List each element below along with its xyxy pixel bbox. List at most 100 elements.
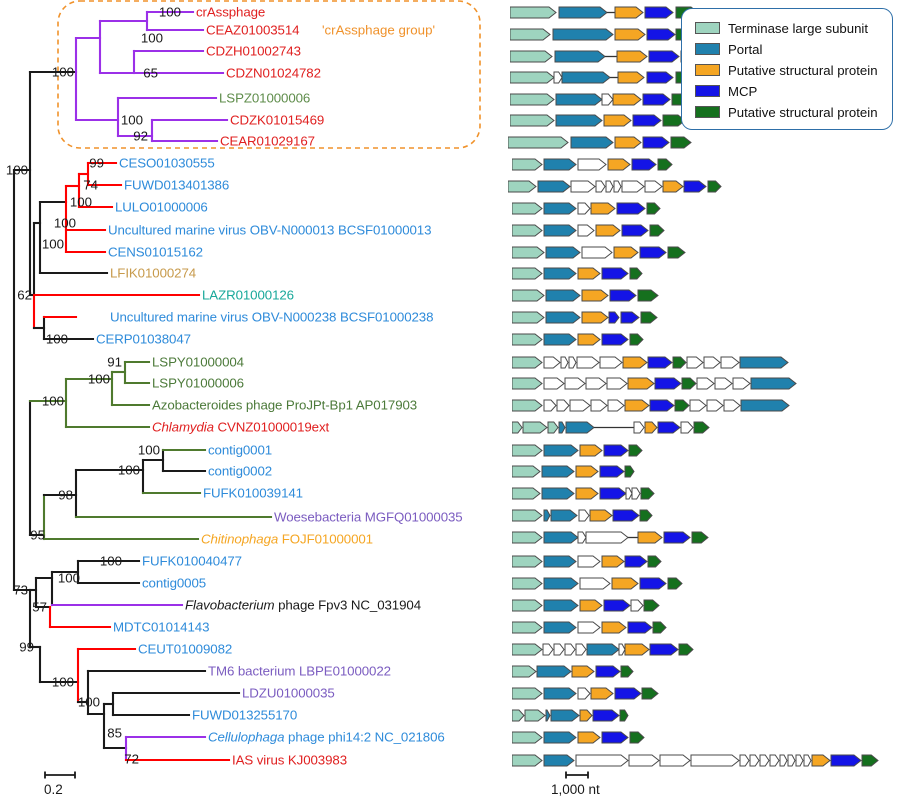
- gene-arrow: [555, 114, 603, 126]
- legend-item: Terminase large subunit: [695, 19, 868, 37]
- gene-arrow: [579, 577, 611, 589]
- gene-arrow: [510, 93, 555, 105]
- gene-arrow: [512, 158, 543, 170]
- gene-arrow: [632, 114, 662, 126]
- taxon-name: FUFK010039141: [203, 485, 303, 501]
- gene-arrow: [512, 224, 543, 236]
- bootstrap-value: 100: [5, 162, 28, 178]
- bootstrap-value: 72: [124, 751, 139, 767]
- taxon-name: CERP01038047: [96, 331, 191, 347]
- bootstrap-value: 100: [69, 194, 92, 210]
- gene-arrow: [611, 577, 639, 589]
- gene-arrow: [569, 399, 591, 411]
- taxon-label: Chlamydia CVNZ01000019ext: [152, 420, 329, 433]
- gene-arrow: [672, 356, 687, 368]
- gene-arrow: [599, 356, 623, 368]
- gene-arrow: [612, 93, 642, 105]
- gene-arrow: [558, 421, 566, 433]
- gene-arrow: [612, 509, 640, 521]
- gene-arrow: [512, 444, 543, 456]
- taxon-label: crAssphage: [196, 5, 265, 18]
- taxon-name: LSPY01000006: [152, 375, 244, 391]
- gene-arrow: [510, 114, 555, 126]
- gene-arrow: [647, 555, 662, 567]
- gene-arrow: [550, 509, 578, 521]
- bootstrap-value: 95: [30, 527, 45, 543]
- taxon-name: CEAR01029167: [220, 133, 315, 149]
- gene-arrow: [803, 754, 812, 766]
- gene-arrow: [581, 289, 609, 301]
- legend-swatch-icon: [695, 43, 720, 55]
- legend-item: Putative structural protein: [695, 61, 878, 79]
- gene-arrow: [560, 356, 569, 368]
- gene-arrow: [512, 465, 541, 477]
- gene-arrow: [543, 555, 577, 567]
- gene-arrow: [542, 643, 554, 655]
- taxon-genus: Flavobacterium: [185, 597, 279, 613]
- genome-scale-label: 1,000 nt: [551, 782, 600, 797]
- gene-arrow: [577, 202, 591, 214]
- taxon-label: MDTC01014143: [113, 620, 209, 633]
- gene-arrow: [620, 665, 634, 677]
- gene-arrow: [603, 599, 631, 611]
- gene-arrow: [621, 180, 645, 192]
- gene-arrow: [577, 687, 591, 699]
- gene-arrow: [707, 180, 722, 192]
- gene-arrow: [558, 6, 608, 18]
- gene-arrow: [601, 731, 629, 743]
- gene-arrow: [640, 487, 655, 499]
- gene-arrow: [861, 754, 879, 766]
- gene-arrow: [512, 487, 541, 499]
- taxon-name: contig0002: [208, 463, 273, 479]
- taxon-label: LAZR01000126: [202, 288, 294, 301]
- gene-arrow: [601, 267, 629, 279]
- genome-map-row: [512, 487, 655, 499]
- gene-arrow: [659, 754, 691, 766]
- gene-arrow: [643, 599, 660, 611]
- gene-arrow: [607, 158, 631, 170]
- gene-arrow: [683, 180, 707, 192]
- genome-map-row: [512, 754, 879, 766]
- gene-arrow: [769, 754, 780, 766]
- gene-arrow: [628, 444, 643, 456]
- taxon-label: CDZH01002743: [206, 44, 301, 57]
- taxon-label: IAS virus KJ003983: [232, 753, 347, 766]
- gene-arrow: [691, 531, 709, 543]
- taxon-genus: Cellulophaga: [208, 729, 289, 745]
- genome-map-row: [510, 71, 699, 83]
- gene-arrow: [609, 289, 637, 301]
- gene-arrow: [581, 311, 609, 323]
- gene-arrow: [510, 28, 551, 40]
- gene-arrow: [599, 465, 625, 477]
- taxon-name: Woesebacteria MGFQ01000035: [274, 509, 463, 525]
- taxon-label: CEUT01009082: [138, 642, 232, 655]
- gene-arrow: [571, 665, 595, 677]
- gene-arrow: [577, 621, 601, 633]
- gene-arrow: [512, 731, 543, 743]
- gene-arrow: [629, 731, 645, 743]
- taxon-label: CESO01030555: [119, 156, 215, 169]
- taxon-name: CDZH01002743: [206, 43, 301, 59]
- gene-arrow: [592, 709, 620, 721]
- genome-map-row: [510, 93, 695, 105]
- gene-arrow: [543, 599, 579, 611]
- taxon-label: TM6 bacterium LBPE01000022: [208, 664, 391, 677]
- gene-arrow: [681, 377, 697, 389]
- gene-arrow: [644, 180, 663, 192]
- taxon-name: FOJF01000001: [281, 531, 373, 547]
- taxon-name: phage phi14:2 NC_021806: [288, 729, 445, 745]
- bootstrap-value: 100: [53, 215, 76, 231]
- gene-arrow: [667, 246, 686, 258]
- taxon-name: TM6 bacterium LBPE01000022: [208, 663, 391, 679]
- gene-arrow: [633, 421, 645, 433]
- group-annotation-label: 'crAssphage group': [322, 22, 435, 38]
- genome-map-row: [512, 465, 635, 477]
- genome-map-row: [512, 709, 629, 721]
- gene-arrow: [631, 487, 641, 499]
- gene-arrow: [510, 6, 557, 18]
- gene-arrow: [536, 665, 572, 677]
- gene-arrow: [640, 311, 658, 323]
- gene-arrow: [553, 643, 565, 655]
- taxon-label: LULO01000006: [115, 200, 208, 213]
- gene-arrow: [649, 399, 675, 411]
